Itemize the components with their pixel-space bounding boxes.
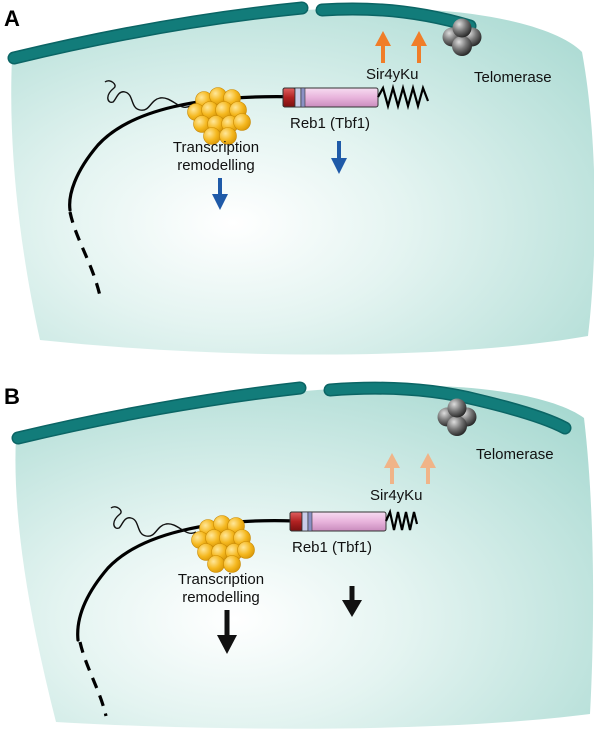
up-arrow-right-a xyxy=(411,31,427,63)
down-arrow-reb1-a xyxy=(331,141,347,174)
telomere-repeats-b xyxy=(384,508,419,531)
reb1-label-b: Reb1 (Tbf1) xyxy=(292,539,372,556)
down-arrow-transcription-a xyxy=(212,178,228,210)
up-arrow-right-b xyxy=(420,453,436,484)
transcription-label-a: Transcription xyxy=(173,139,259,156)
transcription-label-b: Transcription xyxy=(178,571,264,588)
nucleus-a xyxy=(11,8,594,355)
remodelling-label-a: remodelling xyxy=(177,157,255,174)
sir4yku-label-b: Sir4yKu xyxy=(370,487,423,504)
chromosome-dashed-b xyxy=(78,641,108,717)
telomerase-label-b: Telomerase xyxy=(476,446,554,463)
panel-b: B xyxy=(4,381,594,729)
rna-squiggle-b xyxy=(110,506,197,537)
chromosome-dashed-a xyxy=(68,211,102,297)
telomerase-label-a: Telomerase xyxy=(474,69,552,86)
rna-squiggle-a xyxy=(104,80,191,111)
reb1-protein-b xyxy=(289,511,387,532)
telomere-repeats-a xyxy=(377,83,430,111)
panel-a: A xyxy=(4,1,594,355)
panel-letter-a: A xyxy=(4,6,20,31)
reb1-protein-a xyxy=(282,87,379,108)
nucleus-b xyxy=(15,385,594,729)
up-arrow-left-b xyxy=(384,453,400,484)
down-arrow-transcription-b xyxy=(217,610,237,654)
remodelling-label-b: remodelling xyxy=(182,589,260,606)
down-arrow-reb1-b xyxy=(342,586,362,617)
reb1-label-a: Reb1 (Tbf1) xyxy=(290,115,370,132)
up-arrow-left-a xyxy=(375,31,391,63)
panel-letter-b: B xyxy=(4,384,20,409)
sir4yku-label-a: Sir4yKu xyxy=(366,66,419,83)
